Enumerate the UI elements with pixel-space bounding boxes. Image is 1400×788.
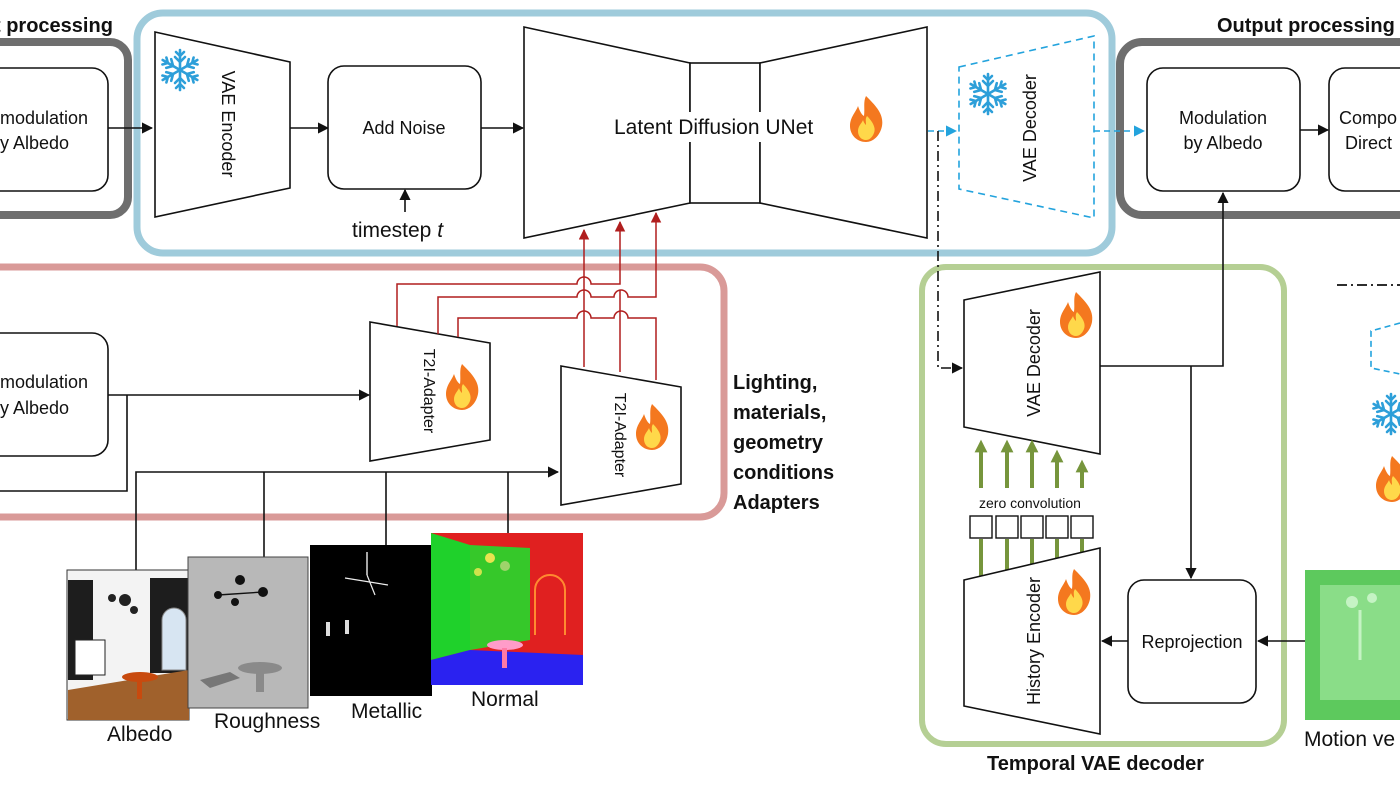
motion-vector-image xyxy=(1305,570,1400,720)
roughness-chandelier xyxy=(231,598,239,606)
normal-arch xyxy=(534,574,566,635)
roughness-chandelier-rod xyxy=(217,591,264,596)
zero-conv-cell xyxy=(995,515,1019,539)
demodulation-label-mid: modulation xyxy=(0,372,88,392)
normal-image xyxy=(431,533,583,685)
t2i-adapter-block-1 xyxy=(369,321,491,462)
adapters-caption-line: Adapters xyxy=(733,492,820,514)
adapters-caption-line: geometry xyxy=(733,432,824,454)
metallic-glass xyxy=(326,622,330,636)
adapters-caption-line: conditions xyxy=(733,462,834,484)
output-processing-heading: Output processing xyxy=(1217,15,1395,37)
arrow-decoder-to-modulation xyxy=(1100,191,1229,367)
zero-convolution-label: zero convolution xyxy=(979,495,1081,511)
normal-wall-left xyxy=(431,533,470,660)
albedo-table-leg xyxy=(137,679,142,699)
normal-table-leg xyxy=(502,648,507,668)
albedo-floor xyxy=(68,670,189,720)
zero-conv-cell xyxy=(969,515,993,539)
vae-encoder-label: VAE Encoder xyxy=(218,71,238,178)
metallic-chandelier-arm xyxy=(344,577,389,586)
vae-decoder-trainable-label: VAE Decoder xyxy=(1024,309,1044,417)
unet-block: Latent Diffusion UNet xyxy=(523,26,928,239)
zero-convolution-stack: zero convolution xyxy=(969,495,1094,539)
modulation-output-label: Modulation xyxy=(1179,108,1267,128)
roughness-image xyxy=(187,556,309,709)
adapters-caption-line: Lighting, xyxy=(733,372,817,394)
zero-conv-cell xyxy=(1070,515,1094,539)
connector-demod-to-adapter2 xyxy=(0,395,128,492)
t2i-adapter-block-2 xyxy=(560,365,682,506)
add-noise-label: Add Noise xyxy=(362,118,445,138)
roughness-caption: Roughness xyxy=(214,710,320,733)
legend-dashed-sample xyxy=(1370,322,1400,375)
compose-direct-box xyxy=(1328,67,1400,192)
normal-chandelier xyxy=(474,568,482,576)
reprojection-label: Reprojection xyxy=(1141,632,1242,652)
roughness-chandelier xyxy=(235,575,245,585)
albedo-table xyxy=(122,672,158,682)
temporal-vae-heading: Temporal VAE decoder xyxy=(987,753,1204,775)
adapters-caption-line: materials, xyxy=(733,402,826,424)
metallic-glass xyxy=(345,620,349,634)
albedo-window xyxy=(161,607,187,671)
compose-direct-label: Direct xyxy=(1345,133,1392,153)
zero-conv-arrows-up xyxy=(974,439,1089,488)
t2i-adapter-label-1: T2I-Adapter xyxy=(420,349,437,434)
vae-decoder-frozen-label: VAE Decoder xyxy=(1020,74,1040,182)
demodulation-box-mid xyxy=(0,332,109,457)
t2i-adapter-label-2: T2I-Adapter xyxy=(611,393,628,478)
albedo-chandelier xyxy=(108,594,116,602)
metallic-image-frame xyxy=(310,545,432,696)
adapter-feature-routes xyxy=(396,211,662,380)
timestep-label: timestep t xyxy=(352,219,444,242)
demodulation-label-top: modulation xyxy=(0,108,88,128)
flame-icon xyxy=(1376,456,1400,502)
motion-vector-blob xyxy=(1346,596,1358,608)
output-processing-group xyxy=(1116,38,1400,219)
roughness-table-leg xyxy=(256,670,264,692)
modulation-output-label: by Albedo xyxy=(1183,133,1262,153)
roughness-chair xyxy=(200,672,240,688)
zero-conv-cell xyxy=(1020,515,1044,539)
timestep-word: timestep xyxy=(352,219,431,242)
connector-maps-bus xyxy=(135,466,560,570)
input-processing-heading: t processing xyxy=(0,15,113,37)
demodulation-label-mid: y Albedo xyxy=(0,398,69,418)
demodulation-box-top xyxy=(0,67,109,192)
metallic-caption: Metallic xyxy=(351,700,422,723)
albedo-fireplace xyxy=(74,639,106,676)
adapters-group xyxy=(0,263,728,521)
motion-vector-blob xyxy=(1367,593,1377,603)
albedo-image xyxy=(66,569,190,721)
adapter1-route-c xyxy=(457,310,657,380)
albedo-chandelier xyxy=(130,606,138,614)
adapters-caption: Lighting, materials, geometry conditions… xyxy=(733,372,834,514)
roughness-image-frame xyxy=(187,556,309,709)
compose-direct-label: Compo xyxy=(1339,108,1397,128)
normal-chandelier xyxy=(500,561,510,571)
unet-label: Latent Diffusion UNet xyxy=(614,116,813,139)
motion-vector-caption: Motion ve xyxy=(1304,728,1395,751)
adapter1-route-b xyxy=(437,211,662,334)
frozen-diffusion-group xyxy=(133,9,1116,257)
normal-wall-back xyxy=(470,545,530,650)
albedo-caption: Albedo xyxy=(107,723,172,746)
demodulation-label-top: y Albedo xyxy=(0,133,69,153)
albedo-chandelier xyxy=(119,594,131,606)
temporal-vae-group xyxy=(919,264,1287,747)
metallic-image xyxy=(310,545,432,696)
normal-chandelier xyxy=(485,553,495,563)
unet-label-backdrop xyxy=(610,112,845,142)
zero-conv-cell xyxy=(1045,515,1069,539)
history-encoder-label: History Encoder xyxy=(1024,577,1044,705)
timestep-variable: t xyxy=(437,219,444,242)
normal-caption: Normal xyxy=(471,688,539,711)
snowflake-icon xyxy=(1371,394,1400,434)
normal-table xyxy=(487,640,523,650)
metallic-chandelier-arm xyxy=(366,574,376,596)
roughness-table xyxy=(238,662,282,674)
modulation-output-box xyxy=(1146,67,1301,192)
